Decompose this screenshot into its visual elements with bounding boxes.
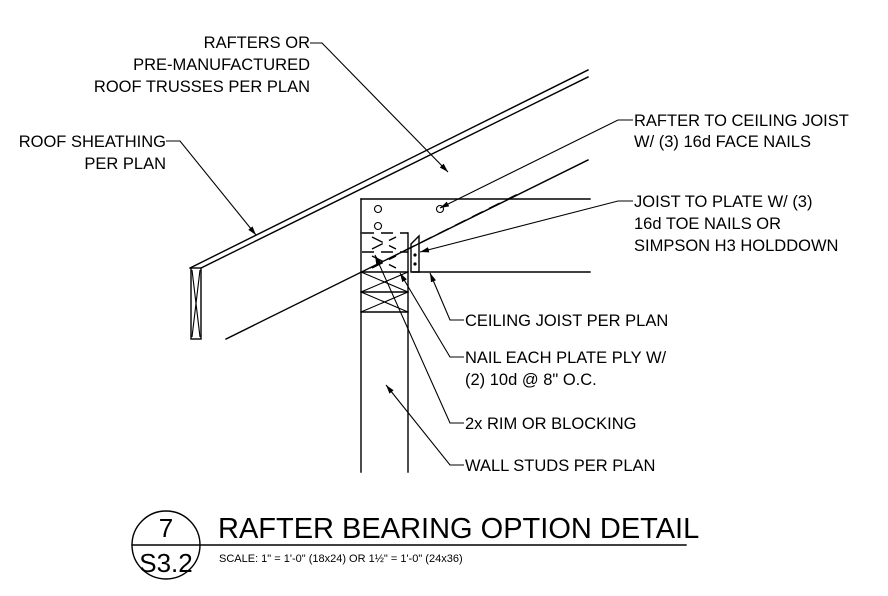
svg-text:PRE-MANUFACTURED: PRE-MANUFACTURED: [133, 56, 310, 74]
sheet-number: S3.2: [139, 548, 193, 578]
svg-text:JOIST TO PLATE W/ (3): JOIST TO PLATE W/ (3): [634, 193, 812, 211]
leader-joist-to-plate: [419, 200, 633, 253]
callout-plate-nailing: NAIL EACH PLATE PLY W/ (2) 10d @ 8" O.C.: [465, 349, 667, 389]
detail-title: RAFTER BEARING OPTION DETAIL: [218, 513, 699, 545]
callout-rim: 2x RIM OR BLOCKING: [465, 415, 636, 433]
leader-ceiling-joist: [429, 272, 464, 321]
leaders: [166, 42, 633, 466]
detail-number: 7: [159, 513, 173, 543]
svg-text:RAFTER TO CEILING JOIST: RAFTER TO CEILING JOIST: [634, 112, 849, 130]
hidden-rafter-line: [369, 192, 521, 269]
callout-studs: WALL STUDS PER PLAN: [465, 457, 655, 475]
svg-text:PER PLAN: PER PLAN: [84, 155, 166, 173]
roof-sheathing: [189, 69, 589, 269]
detail-scale: SCALE: 1" = 1'-0" (18x24) OR 1½" = 1'-0"…: [219, 553, 463, 565]
leader-sheathing: [166, 140, 257, 236]
nail-icon: [373, 204, 383, 214]
svg-text:ROOF TRUSSES PER PLAN: ROOF TRUSSES PER PLAN: [94, 78, 310, 96]
leader-plate-nailing: [399, 272, 464, 358]
rim-blocking: [362, 232, 408, 269]
leader-rim: [374, 254, 464, 424]
callout-rafters: RAFTERS OR PRE-MANUFACTURED ROOF TRUSSES…: [94, 34, 310, 96]
leader-rafter-to-joist: [439, 119, 633, 209]
rafter-end-section: [190, 267, 202, 340]
svg-text:W/ (3) 16d FACE NAILS: W/ (3) 16d FACE NAILS: [634, 133, 811, 151]
callout-sheathing: ROOF SHEATHING PER PLAN: [19, 133, 166, 173]
callout-joist-to-plate: JOIST TO PLATE W/ (3) 16d TOE NAILS OR S…: [634, 193, 838, 255]
callout-ceiling-joist: CEILING JOIST PER PLAN: [465, 312, 668, 330]
svg-text:ROOF SHEATHING: ROOF SHEATHING: [19, 133, 166, 151]
callout-rafter-to-joist: RAFTER TO CEILING JOIST W/ (3) 16d FACE …: [634, 112, 849, 151]
nail-icon: [373, 221, 383, 231]
h3-holddown: [410, 234, 420, 273]
leader-studs: [385, 384, 464, 466]
detail-bubble: 7 S3.2: [131, 510, 687, 580]
svg-text:16d TOE NAILS OR: 16d TOE NAILS OR: [634, 215, 781, 233]
leader-rafters: [310, 42, 449, 173]
svg-text:RAFTERS OR: RAFTERS OR: [204, 34, 310, 52]
svg-text:(2) 10d @ 8" O.C.: (2) 10d @ 8" O.C.: [465, 371, 597, 389]
svg-text:SIMPSON H3 HOLDDOWN: SIMPSON H3 HOLDDOWN: [634, 237, 838, 255]
svg-text:NAIL EACH PLATE PLY W/: NAIL EACH PLATE PLY W/: [465, 349, 667, 367]
ceiling-joist: [360, 198, 591, 273]
